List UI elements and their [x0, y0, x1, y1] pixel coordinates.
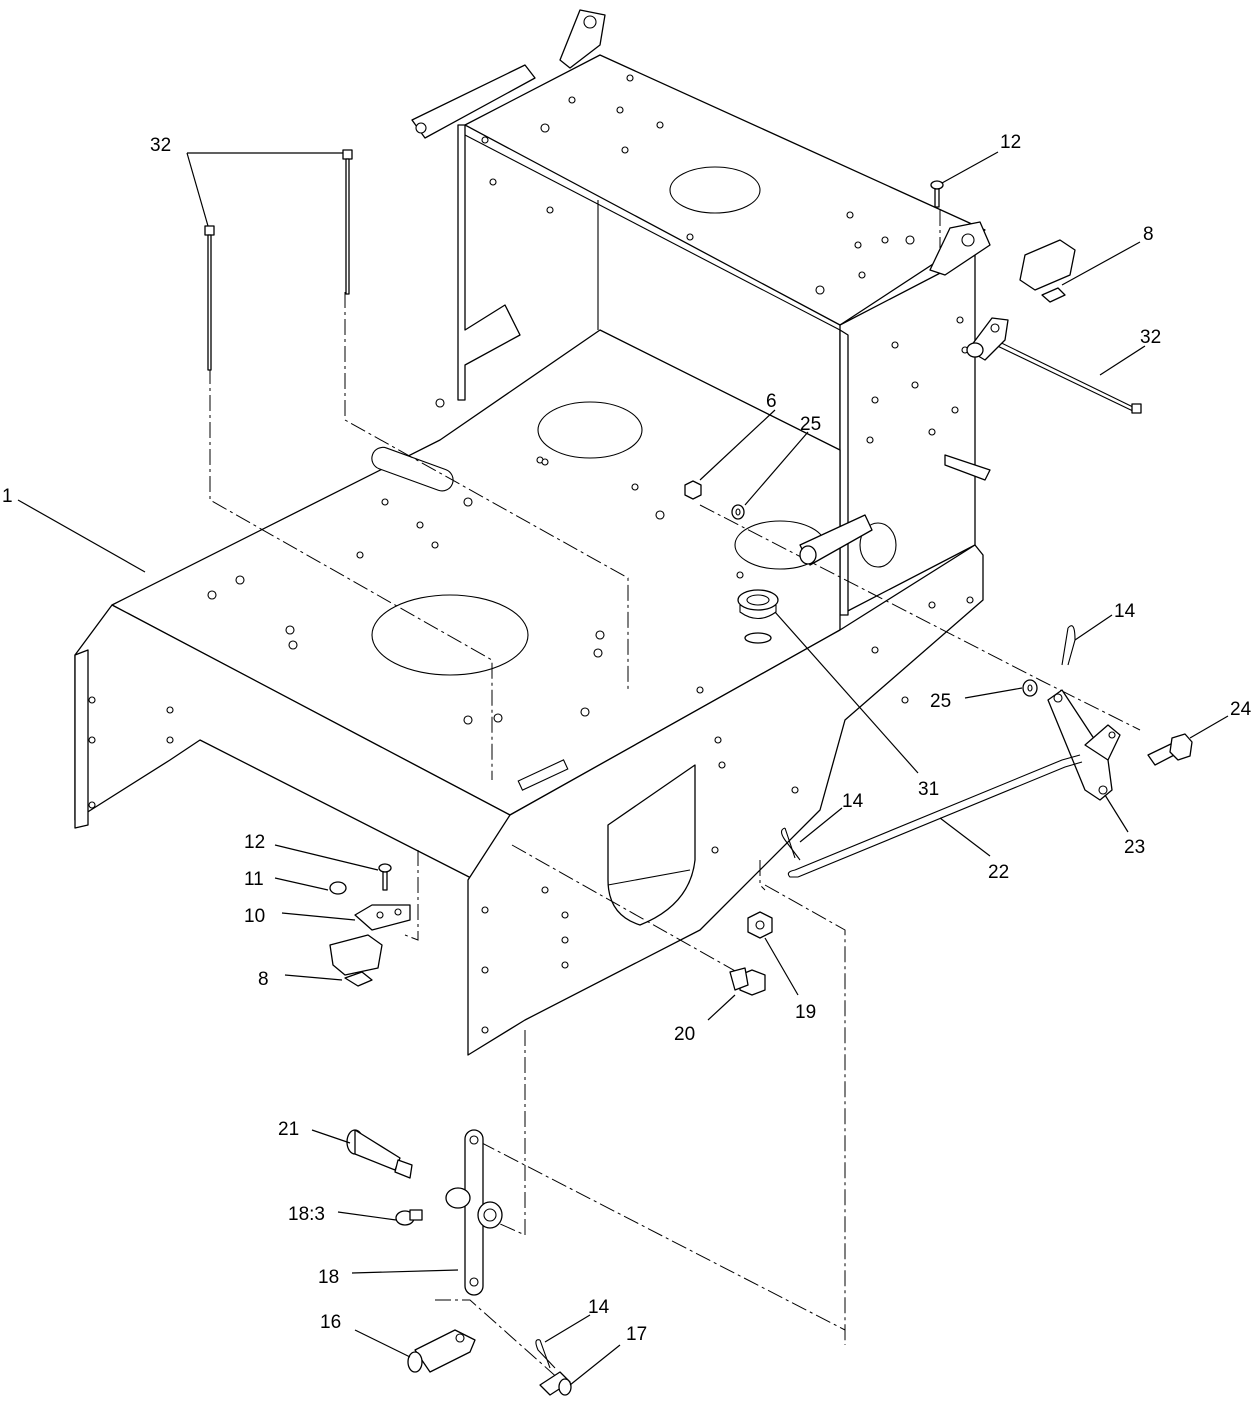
pin-21	[346, 1129, 413, 1179]
cable-tie-right	[342, 149, 353, 295]
lever-18	[445, 1129, 503, 1296]
callout-1: 1	[2, 486, 13, 507]
hairpin-upper	[1061, 625, 1076, 666]
rear-frame-box	[411, 9, 991, 616]
callout-25-lower: 25	[930, 691, 951, 712]
callout-24: 24	[1230, 699, 1252, 720]
assembly-lines	[209, 210, 1141, 1381]
hairpin-middle	[780, 827, 801, 861]
callout-25-upper: 25	[800, 414, 821, 435]
callout-31: 31	[918, 779, 939, 800]
front-frame	[74, 329, 984, 1056]
callout-22: 22	[988, 862, 1009, 883]
cable-tie-left	[204, 225, 215, 371]
callout-10: 10	[244, 906, 265, 927]
callout-19: 19	[795, 1002, 816, 1023]
callout-6: 6	[766, 391, 777, 412]
callout-14-lower: 14	[588, 1297, 610, 1318]
callout-32-left: 32	[150, 135, 171, 156]
pivot-arm-upper	[944, 317, 1009, 481]
lever-arm	[799, 514, 873, 566]
washer-25b	[1022, 679, 1038, 697]
leader-lines	[17, 151, 1229, 1386]
clevis-16	[407, 1329, 476, 1373]
screw-top	[930, 180, 944, 208]
bushing-31	[737, 589, 779, 644]
nut-19	[747, 911, 773, 939]
pin-17	[539, 1371, 572, 1396]
rod-22	[787, 754, 1083, 878]
callout-18-3: 18:3	[288, 1204, 325, 1225]
bolt-24	[1147, 733, 1193, 766]
cable-tie-side	[984, 334, 1142, 414]
washer-25a	[731, 504, 745, 520]
nut-6	[684, 480, 702, 500]
callout-18: 18	[318, 1267, 339, 1288]
callout-17: 17	[626, 1324, 647, 1345]
callout-labels: 32 12 8 32 1 6 25 14 24 25 31 23 14 22 1…	[2, 132, 1252, 1345]
callout-14-upper: 14	[1114, 601, 1136, 622]
callout-12-left: 12	[244, 832, 265, 853]
callout-14-middle: 14	[842, 791, 864, 812]
bellcrank-23	[1047, 689, 1121, 801]
callout-16: 16	[320, 1312, 341, 1333]
bolt-20	[729, 967, 766, 996]
hairpin-lower	[535, 1339, 556, 1369]
callout-8-left: 8	[258, 969, 269, 990]
callout-8-top: 8	[1143, 224, 1154, 245]
grease-fitting-18-3	[395, 1209, 423, 1226]
callout-12-top: 12	[1000, 132, 1021, 153]
callout-23: 23	[1124, 837, 1145, 858]
callout-32-right: 32	[1140, 327, 1161, 348]
callout-20: 20	[674, 1024, 695, 1045]
switch-top	[1019, 239, 1076, 303]
switch-assembly-left	[329, 863, 411, 987]
callout-11: 11	[244, 869, 264, 890]
callout-21: 21	[278, 1119, 299, 1140]
